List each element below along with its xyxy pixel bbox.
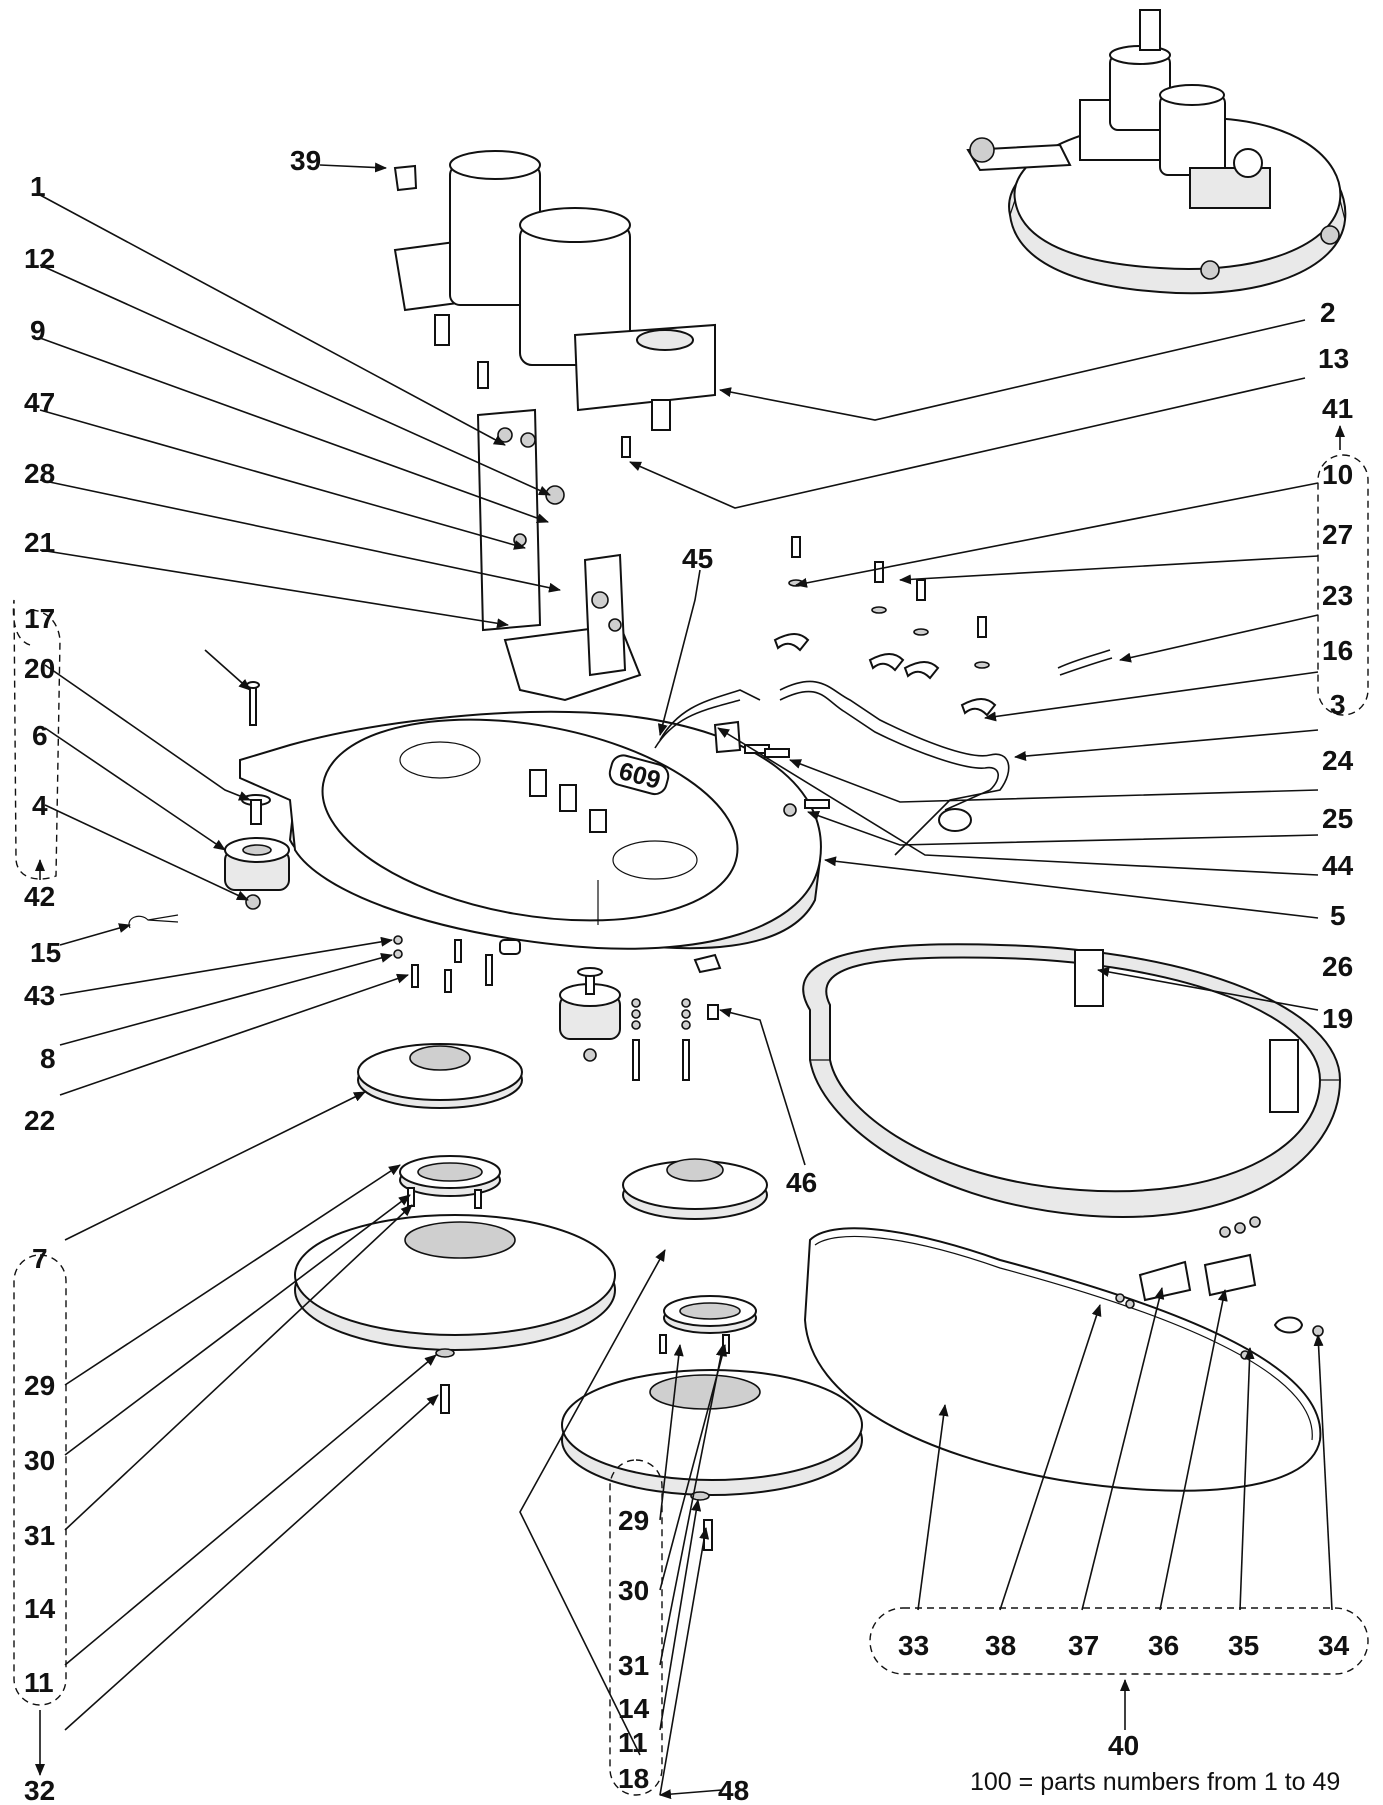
- label-42: 42: [24, 881, 55, 912]
- group-outline-32: [13, 1254, 67, 1706]
- label-35: 35: [1228, 1630, 1259, 1661]
- label-10: 10: [1322, 459, 1353, 490]
- label-7: 7: [32, 1243, 48, 1274]
- label-31-left: 31: [24, 1520, 55, 1551]
- label-2: 2: [1320, 297, 1336, 328]
- label-20: 20: [24, 653, 55, 684]
- label-18: 18: [618, 1763, 649, 1794]
- label-8: 8: [40, 1043, 56, 1074]
- left-brush-drive: [294, 1043, 616, 1414]
- label-46: 46: [786, 1167, 817, 1198]
- label-48: 48: [718, 1775, 749, 1805]
- label-47: 47: [24, 387, 55, 418]
- hose-assembly: [654, 536, 1113, 856]
- label-25: 25: [1322, 803, 1353, 834]
- label-3: 3: [1330, 689, 1346, 720]
- label-28: 28: [24, 458, 55, 489]
- label-39: 39: [290, 145, 321, 176]
- label-24: 24: [1322, 745, 1354, 776]
- label-5: 5: [1330, 900, 1346, 931]
- group-outline-48: [609, 1459, 663, 1796]
- label-34: 34: [1318, 1630, 1350, 1661]
- label-9: 9: [30, 315, 46, 346]
- label-14-right: 14: [618, 1693, 650, 1724]
- label-44: 44: [1322, 850, 1354, 881]
- label-27: 27: [1322, 519, 1353, 550]
- mounting-bracket: [476, 408, 642, 702]
- label-1: 1: [30, 171, 46, 202]
- label-21: 21: [24, 527, 55, 558]
- label-30-left: 30: [24, 1445, 55, 1476]
- label-12: 12: [24, 243, 55, 274]
- label-13: 13: [1318, 343, 1349, 374]
- label-19: 19: [1322, 1003, 1353, 1034]
- label-40: 40: [1108, 1730, 1139, 1761]
- label-14-left: 14: [24, 1593, 56, 1624]
- label-30-right: 30: [618, 1575, 649, 1606]
- label-26: 26: [1322, 951, 1353, 982]
- label-37: 37: [1068, 1630, 1099, 1661]
- label-33: 33: [898, 1630, 929, 1661]
- group-outline-41: [1317, 454, 1369, 716]
- label-43: 43: [24, 980, 55, 1011]
- label-32: 32: [24, 1775, 55, 1805]
- label-31-right: 31: [618, 1650, 649, 1681]
- right-brush-drive: [561, 1158, 863, 1551]
- label-29-left: 29: [24, 1370, 55, 1401]
- main-deck: 609: [239, 710, 822, 950]
- idler-pulley-parts: [128, 681, 290, 929]
- label-11-right: 11: [618, 1727, 648, 1758]
- label-4: 4: [32, 790, 48, 821]
- skirt-ring: [802, 943, 1342, 1219]
- label-36: 36: [1148, 1630, 1179, 1661]
- hardware-set: [393, 935, 722, 1081]
- clip-part: [393, 164, 418, 192]
- assembled-unit-view: [966, 9, 1347, 295]
- label-16: 16: [1322, 635, 1353, 666]
- label-38: 38: [985, 1630, 1016, 1661]
- group-outline-40: [869, 1607, 1369, 1675]
- callout-labels: 1 12 9 47 28 21 39 2 13 41 10 27 23 16 3…: [24, 145, 1354, 1805]
- leader-lines: [35, 162, 1345, 1800]
- label-45: 45: [682, 543, 713, 574]
- label-22: 22: [24, 1105, 55, 1136]
- gear-motor-assembly: [393, 150, 716, 458]
- label-23: 23: [1322, 580, 1353, 611]
- label-41: 41: [1322, 393, 1353, 424]
- label-15: 15: [30, 937, 61, 968]
- group-outline-42: [12, 599, 61, 880]
- label-29-right: 29: [618, 1505, 649, 1536]
- parts-footnote: 100 = parts numbers from 1 to 49: [970, 1768, 1340, 1796]
- label-6: 6: [32, 720, 48, 751]
- label-11-left: 11: [24, 1667, 54, 1698]
- blade-strip: [803, 1216, 1324, 1492]
- label-17: 17: [24, 603, 55, 634]
